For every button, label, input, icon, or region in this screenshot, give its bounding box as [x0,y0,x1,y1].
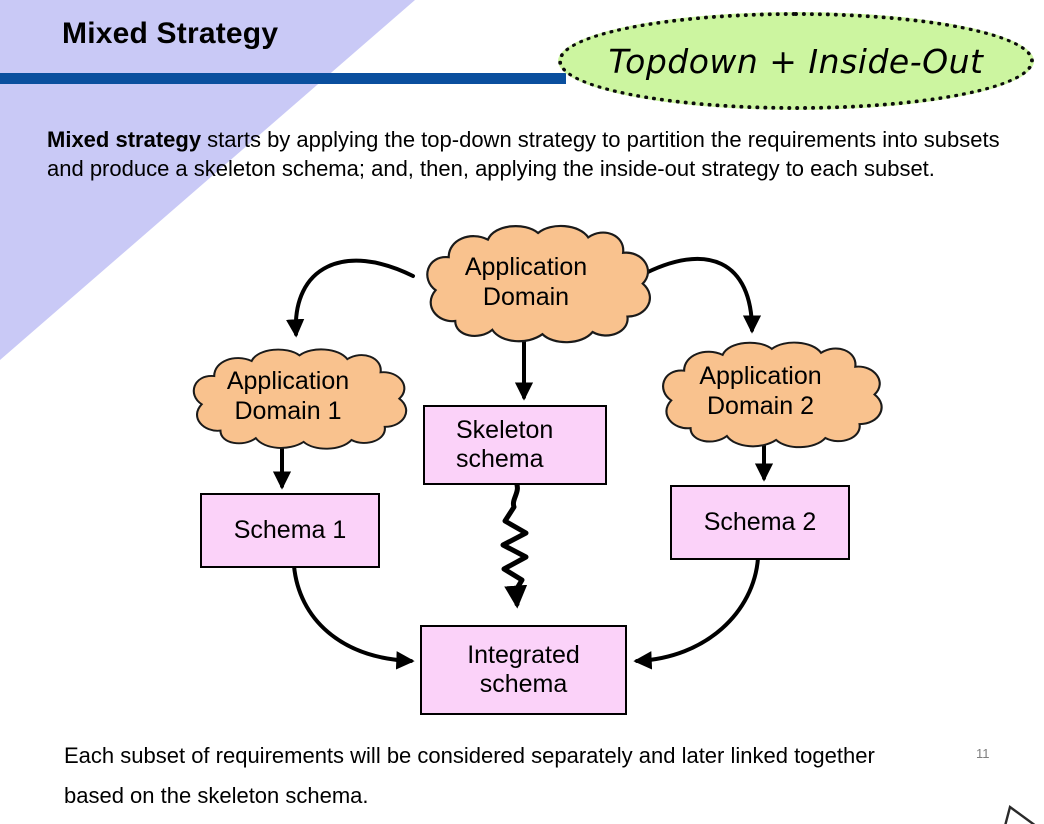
intro-text-bold: Mixed strategy [47,127,202,152]
footer-text: Each subset of requirements will be cons… [64,743,875,808]
intro-text: Mixed strategy starts by applying the to… [47,126,1013,183]
strategy-badge: Topdown + Inside-Out [558,12,1034,110]
arrow-schema2-to-integrated [633,556,760,670]
mouse-cursor-icon [1004,804,1036,824]
intro-text-rest: starts by applying the top-down strategy… [47,127,1000,181]
arrow-top-to-left-cloud [285,258,415,338]
box-integrated-schema: Integrated schema [420,625,627,715]
page-title: Mixed Strategy [62,17,279,50]
cloud-label-application-domain-1: Application Domain 1 [226,367,350,425]
squiggle-arrow-skeleton-to-integrated [500,479,529,609]
strategy-badge-label: Topdown + Inside-Out [608,41,984,81]
page-number: 11 [976,746,990,761]
cloud-label-application-domain: Application Domain [464,253,588,311]
box-schema-1: Schema 1 [200,493,380,568]
box-skeleton-schema: Skeleton schema [423,405,607,485]
box-schema-2: Schema 2 [670,485,850,560]
title-underline [0,73,566,84]
arrow-schema1-to-integrated [292,564,415,670]
arrow-top-to-right-cloud [638,257,762,334]
cloud-label-application-domain-2: Application Domain 2 [699,362,822,420]
